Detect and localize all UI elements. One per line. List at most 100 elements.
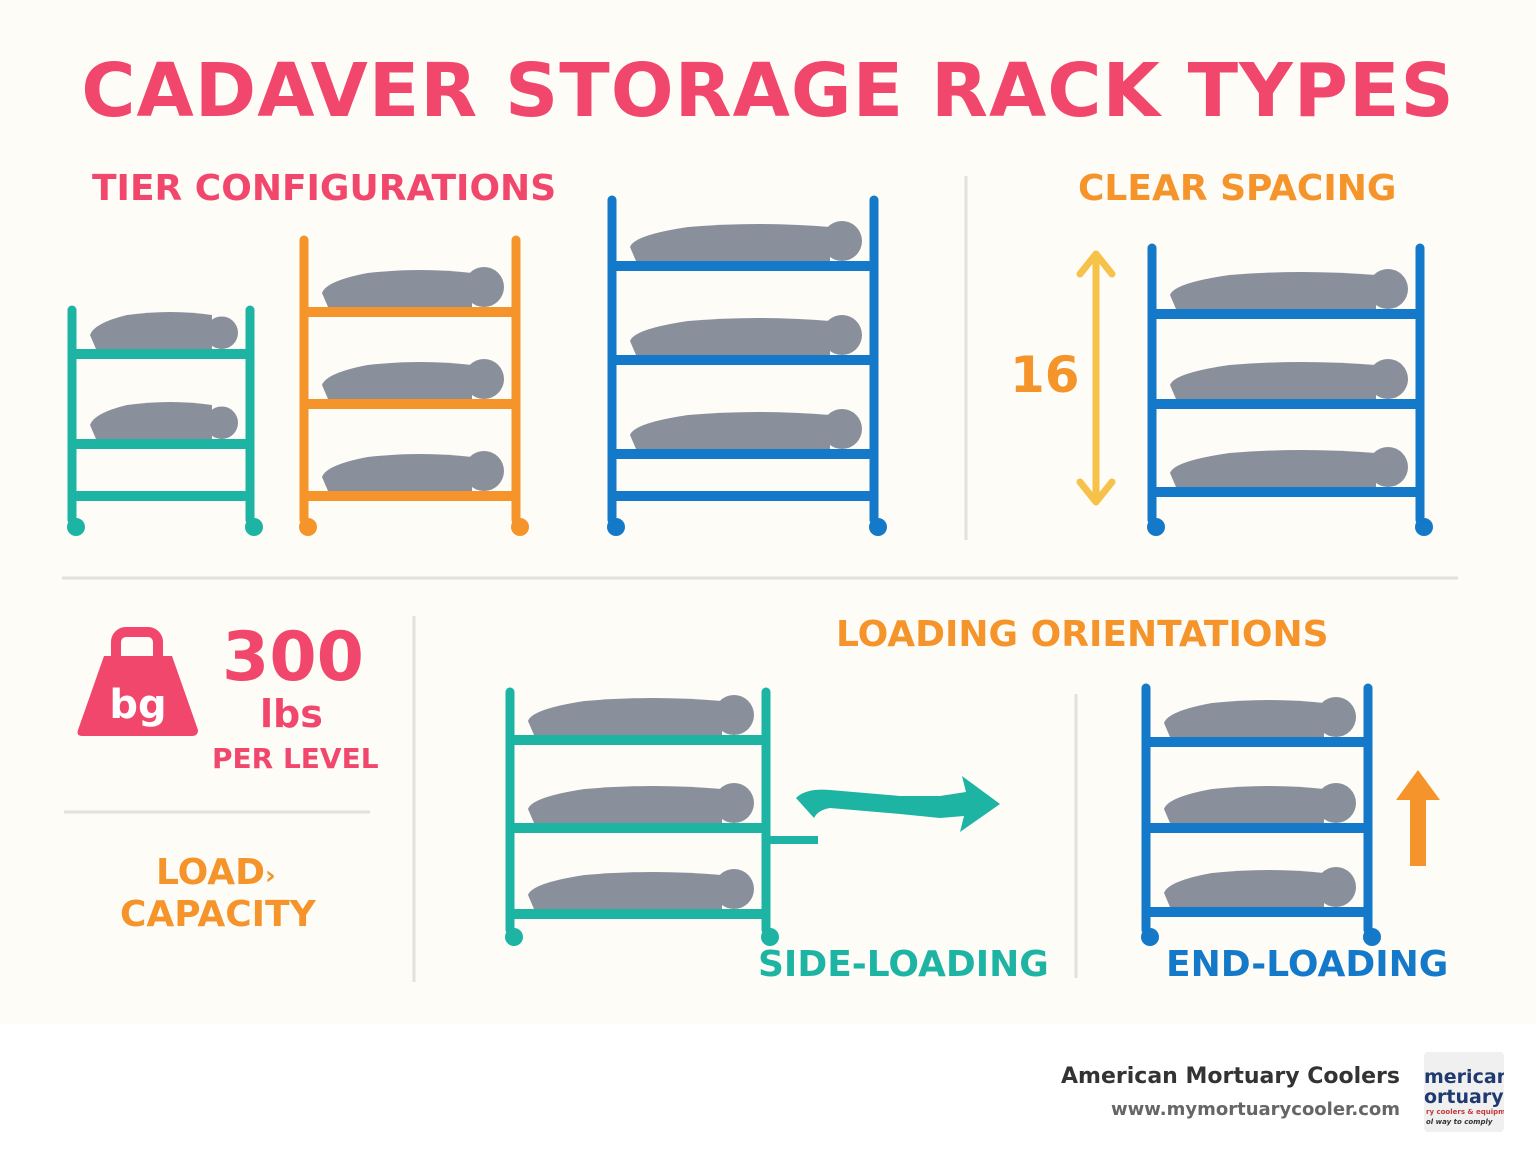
body-torso [528,698,722,735]
brand-logo: merican ortuary ry coolers & equipment o… [1424,1052,1504,1132]
rack-wheel-left [1147,518,1165,536]
clear-spacing-value: 16 [1010,346,1080,404]
body-torso [90,312,212,349]
body-head [464,359,504,399]
footer-brand: American Mortuary Coolers [1061,1064,1400,1089]
rack-side-loading [505,687,779,946]
body-head [1368,269,1408,309]
page-title: CADAVER STORAGE RACK TYPES [81,48,1455,134]
body-silhouette [630,221,862,261]
body-silhouette [528,695,754,735]
body-head [205,316,238,349]
arrow-head-up [1076,250,1116,278]
body-torso [630,318,830,355]
body-torso [630,412,830,449]
loading-orientations-heading: LOADING ORIENTATIONS [836,614,1329,655]
kettlebell-weight-icon: bg [77,627,198,736]
rack-wheel-right [245,518,263,536]
load-capacity-per: PER LEVEL [212,742,379,775]
rack-wheel-left [67,518,85,536]
load-capacity-label-line1: LOAD› [156,852,276,893]
body-torso [1170,362,1376,399]
body-torso [322,454,472,491]
body-silhouette [90,402,238,439]
body-head [464,451,504,491]
body-head [1368,359,1408,399]
body-silhouette [1170,447,1408,487]
logo-line-1: merican [1424,1066,1504,1088]
double-vertical-arrow-icon [1076,250,1116,506]
rack-wheel-left [1141,928,1159,946]
footer-url: www.mymortuarycooler.com [1111,1099,1400,1120]
tier-configurations-heading: TIER CONFIGURATIONS [92,168,557,209]
rack-wheel-left [607,518,625,536]
body-torso [90,402,212,439]
rack-wheel-right [511,518,529,536]
load-capacity-chevron: › [265,861,276,891]
arrow-head-down [1076,478,1116,506]
body-torso [322,362,472,399]
rack-wheel-right [761,928,779,946]
body-torso [1164,700,1324,737]
up-arrow-icon [1396,770,1440,866]
rack-wheel-right [1363,928,1381,946]
body-head [714,783,754,823]
body-torso [1164,786,1324,823]
body-torso [322,270,472,307]
rack-wheel-right [1415,518,1433,536]
side-loading-label: SIDE-LOADING [758,944,1049,985]
up-arrow-shaft [1410,796,1426,866]
load-capacity-label-line2: CAPACITY [120,894,316,935]
rack-three-tier [299,235,529,536]
load-capacity-unit: lbs [260,692,323,736]
body-head [714,869,754,909]
body-silhouette [322,267,504,307]
body-silhouette [322,359,504,399]
rack-clear-spacing [1147,243,1433,536]
body-torso [630,224,830,261]
up-arrow-head [1396,770,1440,800]
rack-wheel-right [869,518,887,536]
body-silhouette [322,451,504,491]
body-torso [1164,870,1324,907]
body-head [1316,697,1356,737]
body-silhouette [528,783,754,823]
body-silhouette [630,315,862,355]
body-torso [1170,450,1376,487]
body-silhouette [1170,359,1408,399]
body-head [1316,783,1356,823]
body-silhouette [1164,783,1356,823]
footer-bar [0,1024,1536,1154]
end-loading-label: END-LOADING [1166,944,1449,985]
logo-line-3: ry coolers & equipment [1426,1108,1504,1116]
body-head [1316,867,1356,907]
rack-end-loading [1141,683,1381,946]
weight-icon-text: bg [109,682,166,728]
body-head [205,406,238,439]
body-head [714,695,754,735]
body-head [464,267,504,307]
weight-body [77,656,198,736]
body-head [822,409,862,449]
logo-line-2: ortuary [1424,1086,1504,1108]
body-torso [528,872,722,909]
body-silhouette [1164,697,1356,737]
body-silhouette [528,869,754,909]
body-silhouette [630,409,862,449]
body-silhouette [1170,269,1408,309]
load-capacity-value: 300 [222,618,364,697]
body-head [822,221,862,261]
body-torso [528,786,722,823]
logo-line-4: ol way to comply [1426,1118,1493,1126]
body-head [1368,447,1408,487]
side-arrow-icon [796,776,1000,832]
rack-wheel-left [299,518,317,536]
rack-four-tier [607,195,887,536]
body-silhouette [1164,867,1356,907]
body-torso [1170,272,1376,309]
body-head [822,315,862,355]
clear-spacing-heading: CLEAR SPACING [1078,168,1397,209]
rack-wheel-left [505,928,523,946]
body-silhouette [90,312,238,349]
